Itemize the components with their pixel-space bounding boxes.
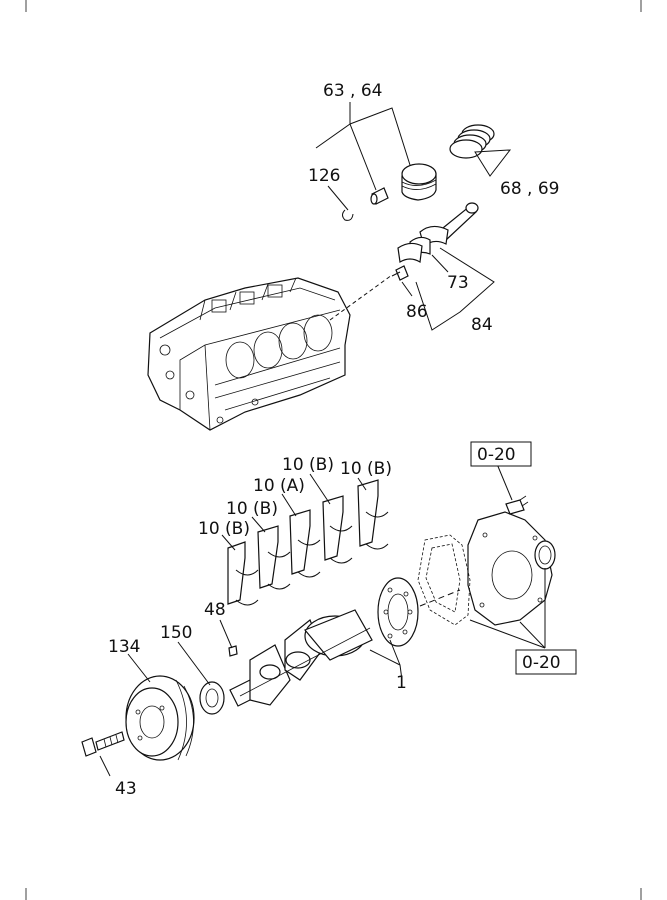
callout-main-bearing-5: 10 (B)	[340, 459, 392, 479]
pulley-illustration	[125, 675, 195, 761]
piston-illustration	[401, 163, 437, 201]
block-to-rod-leader	[329, 274, 393, 321]
rear-cover-illustration	[467, 511, 553, 626]
callout-main-bearing-3: 10 (A)	[253, 476, 305, 496]
main-bearings-illustration	[227, 479, 389, 606]
callout-piston: 63 , 64	[323, 81, 382, 101]
engine-block-illustration	[147, 277, 351, 431]
sprocket-illustration	[199, 681, 225, 715]
cover-bolt-illustration	[505, 495, 529, 515]
snap-ring-illustration	[342, 209, 354, 221]
callout-main-bearing-1: 10 (B)	[198, 519, 250, 539]
ref-box-bottom-label: 0-20	[522, 653, 561, 673]
callout-rod-bolt: 86	[406, 302, 428, 322]
callout-pulley: 134	[108, 637, 140, 657]
connecting-rod-illustration	[397, 202, 479, 263]
callout-bolt: 43	[115, 779, 137, 799]
key-illustration	[228, 645, 238, 657]
crank-bolt-illustration	[81, 731, 125, 757]
reluctor-ring-illustration	[377, 577, 419, 647]
callout-rod-bearing: 73	[447, 273, 469, 293]
crop-marks	[25, 0, 642, 900]
ring-to-cover-leader	[419, 589, 461, 607]
crankshaft-illustration	[229, 609, 373, 707]
callout-main-bearing-2: 10 (B)	[226, 499, 278, 519]
gasket-illustration	[417, 534, 471, 626]
callout-crankshaft: 1	[396, 673, 407, 693]
ref-box-bottom[interactable]: 0-20	[515, 649, 577, 675]
callout-snap-ring: 126	[308, 166, 340, 186]
callout-key: 48	[204, 600, 226, 620]
ref-box-top-label: 0-20	[477, 445, 516, 465]
callout-rod-assembly: 84	[471, 315, 493, 335]
callout-sprocket: 150	[160, 623, 192, 643]
piston-pin-illustration	[370, 187, 389, 205]
piston-rings-illustration	[449, 124, 495, 159]
rear-seal-illustration	[534, 540, 556, 570]
callout-main-bearing-4: 10 (B)	[282, 455, 334, 475]
rod-bolt-illustration	[391, 265, 409, 281]
callout-piston-rings: 68 , 69	[500, 179, 559, 199]
leader-lines	[99, 102, 546, 777]
ref-box-top[interactable]: 0-20	[470, 441, 532, 467]
